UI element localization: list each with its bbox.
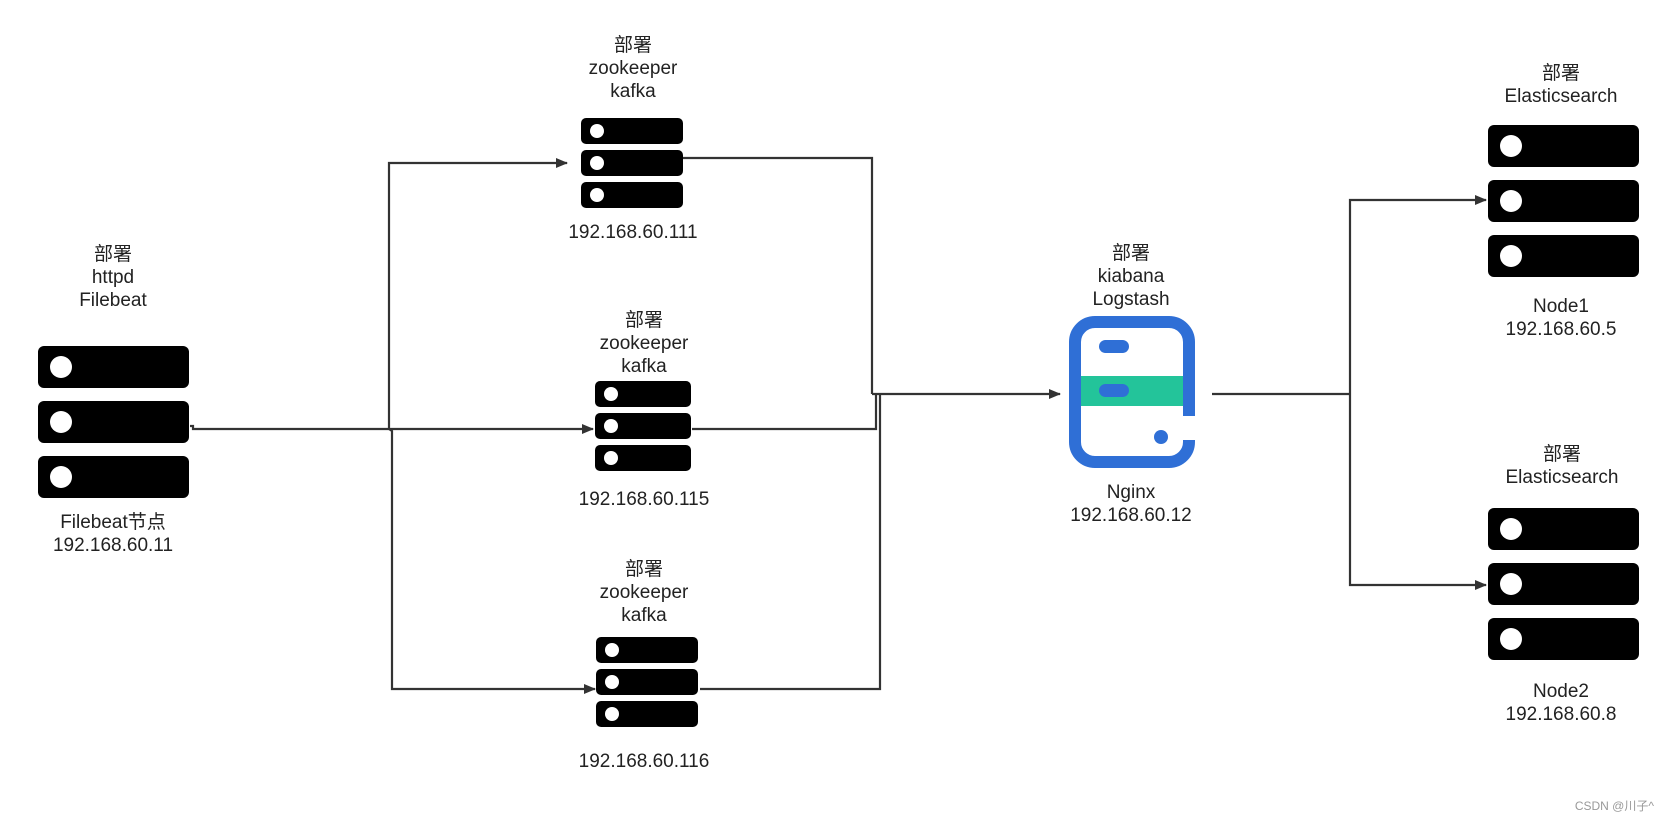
edge-filebeat-kafka2 bbox=[190, 424, 594, 434]
es1-top-label: 部署 Elasticsearch bbox=[1504, 63, 1618, 107]
filebeat-top-label: 部署 httpd Filebeat bbox=[79, 244, 147, 311]
edge-filebeat-kafka1 bbox=[387, 158, 568, 429]
kafka3-bottom-label: 192.168.60.116 bbox=[578, 751, 710, 772]
watermark: CSDN @川子^ bbox=[1574, 799, 1654, 813]
server-rack-icon bbox=[581, 118, 683, 208]
server-rack-icon bbox=[596, 637, 698, 727]
server-rack-icon bbox=[1488, 508, 1639, 660]
nginx-bottom-label: Nginx 192.168.60.12 bbox=[1070, 482, 1192, 526]
filebeat-bottom-label: Filebeat节点 192.168.60.11 bbox=[52, 512, 174, 556]
kafka3-top-label: 部署 zookeeper kafka bbox=[599, 559, 689, 626]
kafka2-top-label: 部署 zookeeper kafka bbox=[599, 310, 689, 377]
edge-kafka1-nginx bbox=[680, 156, 874, 394]
server-rack-icon bbox=[595, 381, 691, 471]
kafka1-top-label: 部署 zookeeper kafka bbox=[588, 35, 678, 102]
edge-kafka3-nginx bbox=[700, 394, 882, 691]
es1-bottom-label: Node1 192.168.60.5 bbox=[1505, 296, 1617, 340]
edge-nginx-es2 bbox=[1348, 394, 1487, 590]
kafka2-bottom-label: 192.168.60.115 bbox=[578, 489, 710, 510]
server-rack-icon bbox=[1488, 125, 1639, 277]
edge-kafka2-nginx bbox=[692, 394, 878, 431]
mobile-server-icon bbox=[1069, 316, 1195, 468]
edge-filebeat-kafka3 bbox=[388, 428, 596, 694]
kafka1-bottom-label: 192.168.60.111 bbox=[568, 222, 698, 243]
edge-nginx-es1 bbox=[1348, 195, 1487, 394]
es2-bottom-label: Node2 192.168.60.8 bbox=[1505, 681, 1617, 725]
nginx-top-label: 部署 kiabana Logstash bbox=[1092, 243, 1170, 310]
es2-top-label: 部署 Elasticsearch bbox=[1505, 444, 1619, 488]
server-rack-icon bbox=[38, 346, 189, 498]
